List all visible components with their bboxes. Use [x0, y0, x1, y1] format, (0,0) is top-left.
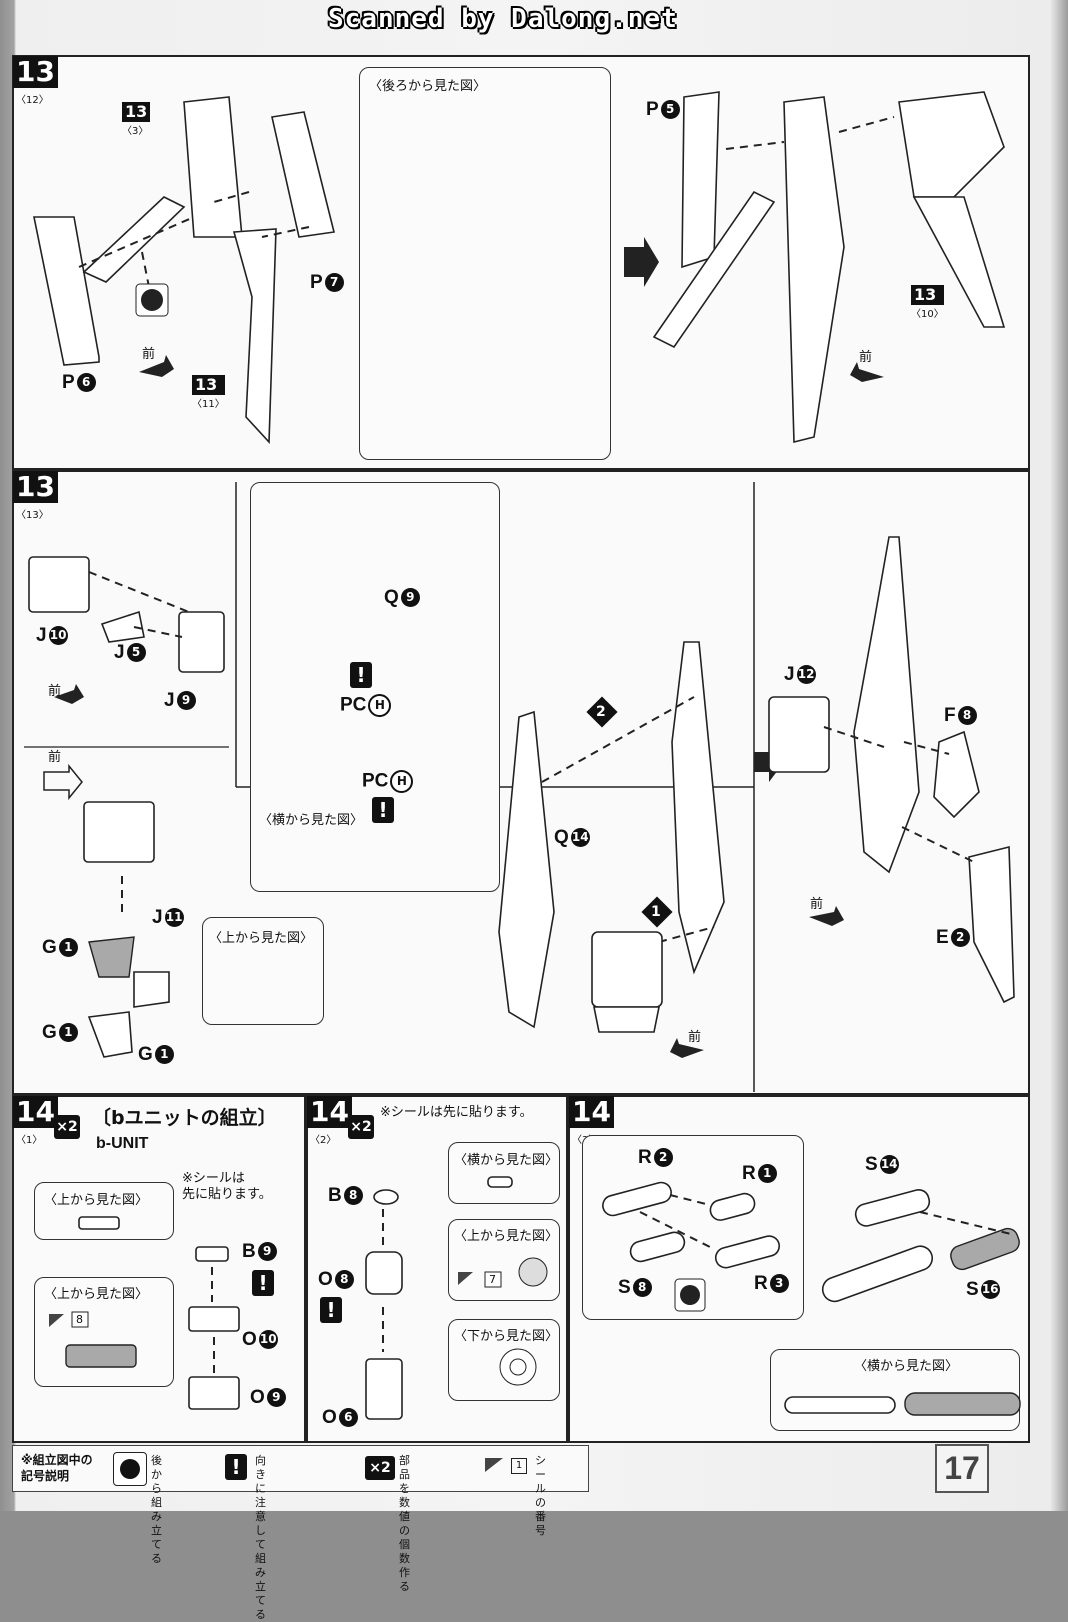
front-label-4: 前	[688, 1030, 702, 1045]
step-number: 13	[13, 471, 58, 503]
side-view-inset	[448, 1142, 560, 1204]
front-label: 前	[142, 347, 156, 362]
page-number: 17	[935, 1444, 989, 1493]
top-view-inset	[448, 1219, 560, 1301]
sticker-number: 7	[489, 1273, 496, 1286]
front-label-3: 前	[810, 897, 824, 912]
step-sub-number: 〈12〉	[16, 95, 49, 106]
step-number: 14	[13, 1096, 58, 1128]
assemble-from-back-icon	[113, 1452, 147, 1486]
section-subtitle: b-UNIT	[96, 1135, 149, 1152]
caution-mark-top: !	[350, 662, 372, 688]
sub-ref-13-10: 13 〈10〉	[911, 285, 944, 320]
step-13-12-panel: 13 〈12〉	[12, 55, 1030, 470]
order-1: 1	[651, 904, 661, 920]
step-number: 14	[307, 1096, 352, 1128]
caution-mark-bottom: !	[372, 797, 394, 823]
step-14-1-illustration	[49, 1216, 240, 1410]
rear-view-inset	[359, 67, 611, 460]
top-view-inset-b	[34, 1277, 174, 1387]
section-title: 〔bユニットの組立〕	[92, 1107, 277, 1129]
pch-detail-inset	[250, 482, 500, 892]
top-view-label-a: 〈上から見た図〉	[44, 1193, 149, 1208]
side-view-label: 〈横から見た図〉	[454, 1153, 559, 1168]
sub-ref-13-11: 13 〈11〉	[192, 375, 225, 410]
side-view-label: 〈横から見た図〉	[259, 813, 364, 828]
sticker-note: ※シールは先に貼ります。	[380, 1105, 533, 1120]
top-view-label: 〈上から見た図〉	[454, 1229, 559, 1244]
caution-icon: !	[225, 1454, 247, 1480]
step-14-1-panel: 14 ×2 〈1〉 〔bユニットの組立〕 b-UNIT ※シールは 先に貼ります…	[12, 1095, 306, 1443]
step-number: 13	[13, 56, 58, 88]
sticker-note: ※シールは 先に貼ります。	[182, 1171, 272, 1202]
order-2: 2	[596, 704, 606, 720]
step-13-13-panel: 13 〈13〉	[12, 470, 1030, 1095]
multiplier-badge: ×2	[348, 1115, 374, 1139]
front-label-right: 前	[859, 350, 873, 365]
legend-title: ※組立図中の 記号説明	[21, 1453, 93, 1483]
sub-ref-13-3: 13 〈3〉	[122, 102, 151, 137]
symbol-legend: ※組立図中の 記号説明 後から 組み立てる ! 向きに注意して 組み立てる ×2…	[12, 1445, 589, 1621]
side-view-label: 〈横から見た図〉	[854, 1359, 959, 1374]
top-view-inset	[202, 917, 324, 1025]
step-sub-number: 〈2〉	[310, 1135, 337, 1146]
side-view-inset	[770, 1349, 1020, 1431]
top-view-label: 〈上から見た図〉	[209, 931, 314, 946]
bottom-view-label: 〈下から見た図〉	[454, 1329, 559, 1344]
step-14-2-illustration	[365, 1176, 548, 1420]
front-label-2: 前	[48, 750, 62, 765]
step-14-2-panel: 14 ×2 〈2〉 ※シールは先に貼ります。 〈横から見た図〉 〈上から見た図〉…	[306, 1095, 568, 1443]
step-13-13-illustration	[24, 482, 1015, 1092]
caution-mark: !	[252, 1270, 274, 1296]
top-view-label-b: 〈上から見た図〉	[44, 1287, 149, 1302]
rear-view-label: 〈後ろから見た図〉	[369, 79, 487, 94]
step-14-3-illustration	[602, 1181, 1021, 1416]
sticker-icon	[485, 1458, 503, 1472]
step-sub-number: 〈1〉	[16, 1135, 43, 1146]
step-14-3-panel: 14 〈3〉 〈横から見た図〉 R2 R1 R3 S8 S14 S16	[568, 1095, 1030, 1443]
front-label: 前	[48, 684, 62, 699]
sticker-number: 8	[76, 1313, 83, 1326]
scan-credit: Scanned by Dalong.net	[328, 4, 678, 34]
multiplier-icon: ×2	[365, 1456, 395, 1480]
step-number: 14	[569, 1096, 614, 1128]
top-view-inset-a	[34, 1182, 174, 1240]
multiplier-badge: ×2	[54, 1115, 80, 1139]
part-p6-shape	[33, 216, 100, 366]
step-sub-number: 〈13〉	[16, 510, 49, 521]
caution-mark: !	[320, 1297, 342, 1323]
